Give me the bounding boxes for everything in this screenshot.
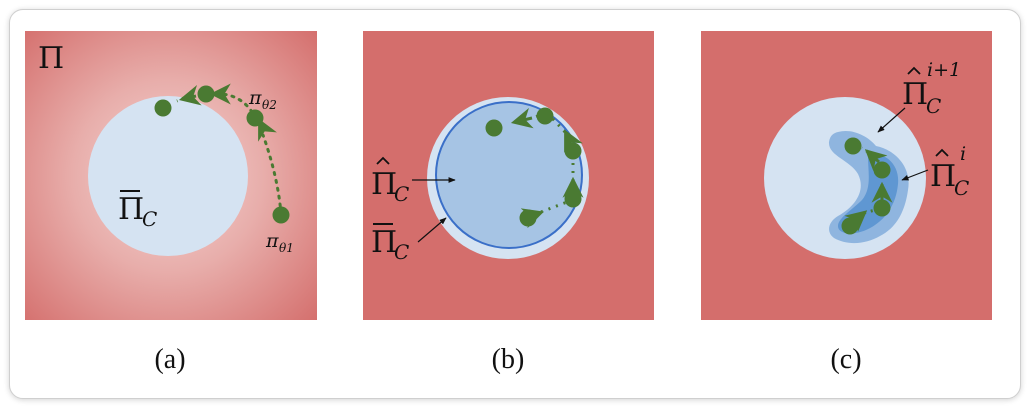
svg-text:Π: Π: [902, 77, 928, 112]
trajectory-dots: [176, 96, 185, 103]
policy-point: [873, 161, 891, 179]
svg-text:C: C: [954, 176, 969, 200]
policy-point: [154, 99, 172, 117]
trajectory-dots: [550, 116, 567, 134]
svg-text:Π: Π: [118, 192, 144, 227]
panel-a: Π Π C π θ2 π θ1 (a): [25, 31, 317, 375]
trajectory-arrow: [510, 107, 534, 129]
estimated-set-label: Π C: [371, 156, 409, 206]
hat-accent: [907, 66, 921, 75]
svg-text:i+1: i+1: [927, 59, 961, 81]
policy-point: [485, 119, 503, 137]
feasible-set-pointer: [417, 217, 447, 243]
svg-text:θ1: θ1: [279, 241, 294, 255]
trajectory-dots: [217, 92, 254, 114]
policy-point: [246, 109, 264, 127]
feasible-set-label: Π C: [371, 223, 409, 264]
estimate-i-label: Π C i: [930, 143, 969, 200]
estimate-i-pointer: [901, 169, 929, 181]
panel-c: Π C i+1 Π C i (c): [701, 31, 992, 375]
policy-point: [519, 209, 537, 227]
caption-c: (c): [830, 344, 861, 375]
estimate-next-pointer: [877, 107, 906, 133]
policy-point: [844, 137, 862, 155]
policy-point: [197, 85, 215, 103]
svg-text:Π: Π: [930, 159, 956, 194]
trajectory-arrow: [564, 129, 583, 153]
caption-b: (b): [492, 344, 525, 375]
policy-point: [564, 190, 582, 208]
svg-text:C: C: [394, 182, 409, 206]
svg-text:C: C: [394, 240, 409, 264]
policy-point: [873, 199, 891, 217]
svg-text:i: i: [960, 143, 966, 165]
svg-text:Π: Π: [371, 167, 397, 202]
svg-text:π: π: [265, 230, 279, 252]
trajectory-arrow: [864, 149, 888, 172]
estimate-next-label: Π C i+1: [902, 59, 961, 118]
hat-accent: [935, 148, 949, 157]
trajectory-dots: [861, 146, 869, 154]
svg-text:C: C: [142, 207, 157, 231]
panel-b: Π C Π C (b): [363, 31, 654, 375]
policy-point: [564, 142, 582, 160]
trajectory-arrow: [178, 84, 202, 106]
feasible-set-label: Π C: [118, 190, 157, 231]
svg-text:C: C: [926, 94, 941, 118]
policy-point: [272, 206, 290, 224]
hat-accent: [376, 156, 390, 165]
trajectory-dots: [863, 208, 876, 215]
caption-a: (a): [154, 344, 185, 375]
svg-text:Π: Π: [371, 225, 397, 260]
policy-point: [536, 107, 554, 125]
feasible-set-circle: [88, 96, 248, 256]
estimated-feasible-set: [435, 101, 583, 249]
policy-theta1-label: π θ1: [265, 230, 294, 255]
policy-theta2-label: π θ2: [248, 87, 277, 112]
svg-text:θ2: θ2: [262, 98, 277, 112]
trajectory-dots: [261, 133, 283, 216]
policy-space-label: Π: [38, 41, 64, 76]
policy-point: [841, 217, 859, 235]
svg-text:π: π: [248, 87, 262, 109]
